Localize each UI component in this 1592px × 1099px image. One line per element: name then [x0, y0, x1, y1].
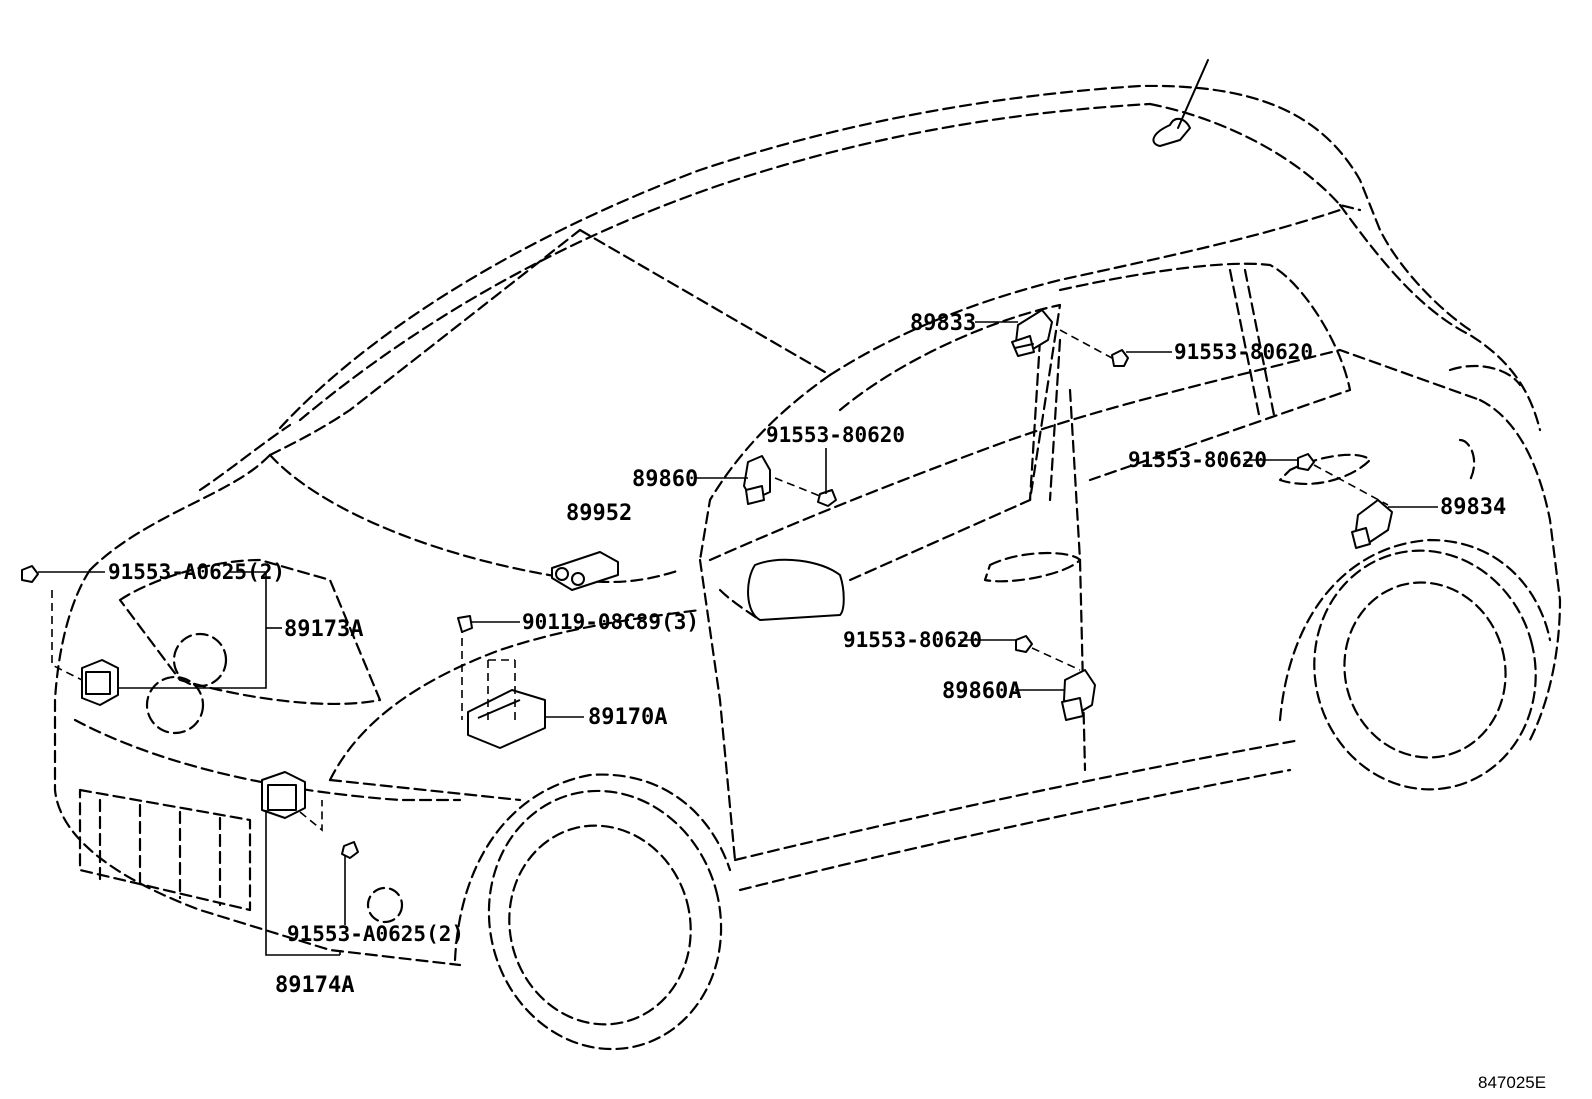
- rear-airbag-sensor-89834-icon: [1351, 499, 1393, 549]
- label-91553-80620-upper-right: 91553-80620: [1174, 340, 1313, 364]
- side-airbag-sensor-89860a-icon: [1061, 669, 1096, 721]
- bolt-icon: [341, 841, 359, 859]
- front-airbag-sensor-89173a-icon: [51, 590, 119, 706]
- bolt-icon: [457, 615, 473, 633]
- label-89174a: 89174A: [275, 973, 354, 998]
- side-airbag-sensor-89860-icon: [743, 455, 771, 505]
- bolt-icon: [774, 477, 837, 507]
- label-91553-80620-center: 91553-80620: [766, 423, 905, 447]
- label-89173a: 89173A: [284, 617, 363, 642]
- label-89860a: 89860A: [942, 679, 1021, 704]
- bolt-icon: [1297, 453, 1389, 506]
- label-91553-80620-lower: 91553-80620: [843, 628, 982, 652]
- bolt-icon: [1059, 329, 1129, 367]
- leader-lines: [38, 321, 1438, 956]
- label-89834: 89834: [1440, 495, 1506, 520]
- label-90119-08c89: 90119-08C89(3): [522, 610, 699, 634]
- label-89860: 89860: [632, 467, 698, 492]
- label-91553-a0625-top: 91553-A0625(2): [108, 560, 285, 584]
- label-91553-80620-rear: 91553-80620: [1128, 448, 1267, 472]
- front-airbag-sensor-89174a-icon: [261, 771, 323, 832]
- label-91553-a0625-bottom: 91553-A0625(2): [287, 922, 464, 946]
- airbag-center-module-89170a-icon: [461, 625, 546, 749]
- label-89170a: 89170A: [588, 705, 667, 730]
- airbag-module-89952-icon: [551, 551, 619, 591]
- label-89833: 89833: [910, 311, 976, 336]
- bolt-icon: [21, 565, 39, 583]
- side-airbag-sensor-89833-icon: [1011, 309, 1053, 357]
- label-89952: 89952: [566, 501, 632, 526]
- car-body-outline: [53, 59, 1562, 1051]
- diagram-code: 847025E: [1478, 1073, 1546, 1092]
- bolt-icon: [1015, 635, 1081, 671]
